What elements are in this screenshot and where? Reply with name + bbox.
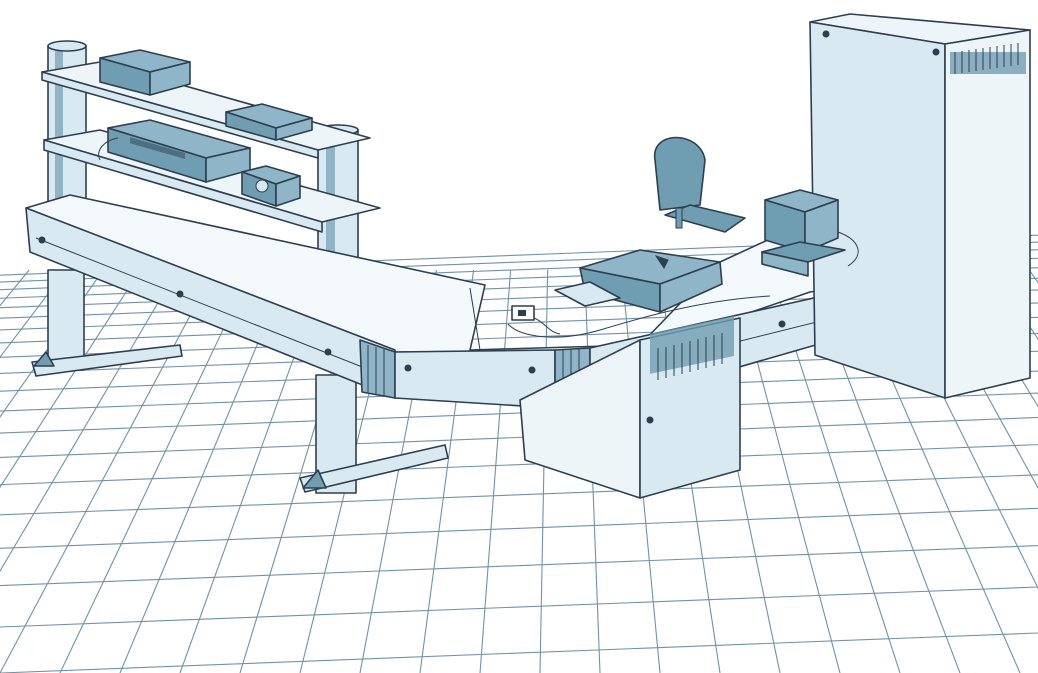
floor-grid-line bbox=[0, 632, 1038, 673]
desk-leg-left bbox=[31, 269, 183, 377]
keyboard-console-icon bbox=[554, 249, 723, 313]
floor-grid-line bbox=[0, 269, 141, 489]
floor-grid-line bbox=[0, 545, 1038, 587]
floor-grid-line bbox=[59, 269, 252, 673]
floor-grid-line bbox=[0, 474, 1038, 516]
desk-leg-center bbox=[299, 374, 449, 494]
printer-icon bbox=[99, 49, 191, 96]
floor-grid-line bbox=[0, 586, 1038, 628]
floor-grid-line bbox=[0, 507, 1038, 549]
floor-grid-line bbox=[479, 269, 512, 673]
tape-unit-icon bbox=[107, 119, 251, 183]
modem-icon bbox=[225, 103, 313, 141]
disk-drive-icon bbox=[241, 165, 301, 207]
operator-chair-icon bbox=[654, 136, 746, 233]
floor-grid-line bbox=[0, 416, 1038, 459]
floor-grid-line bbox=[0, 444, 1038, 486]
floor-grid-line bbox=[991, 269, 1038, 341]
cabinet-tower-icon bbox=[809, 13, 1031, 399]
mouse-icon bbox=[507, 295, 771, 338]
floor-grid-line bbox=[0, 269, 215, 673]
floor-cabinet-icon bbox=[519, 315, 741, 499]
terminal-monitor-icon bbox=[761, 189, 859, 277]
floor-grid-line bbox=[0, 269, 67, 359]
floor-grid-line bbox=[0, 392, 1038, 434]
